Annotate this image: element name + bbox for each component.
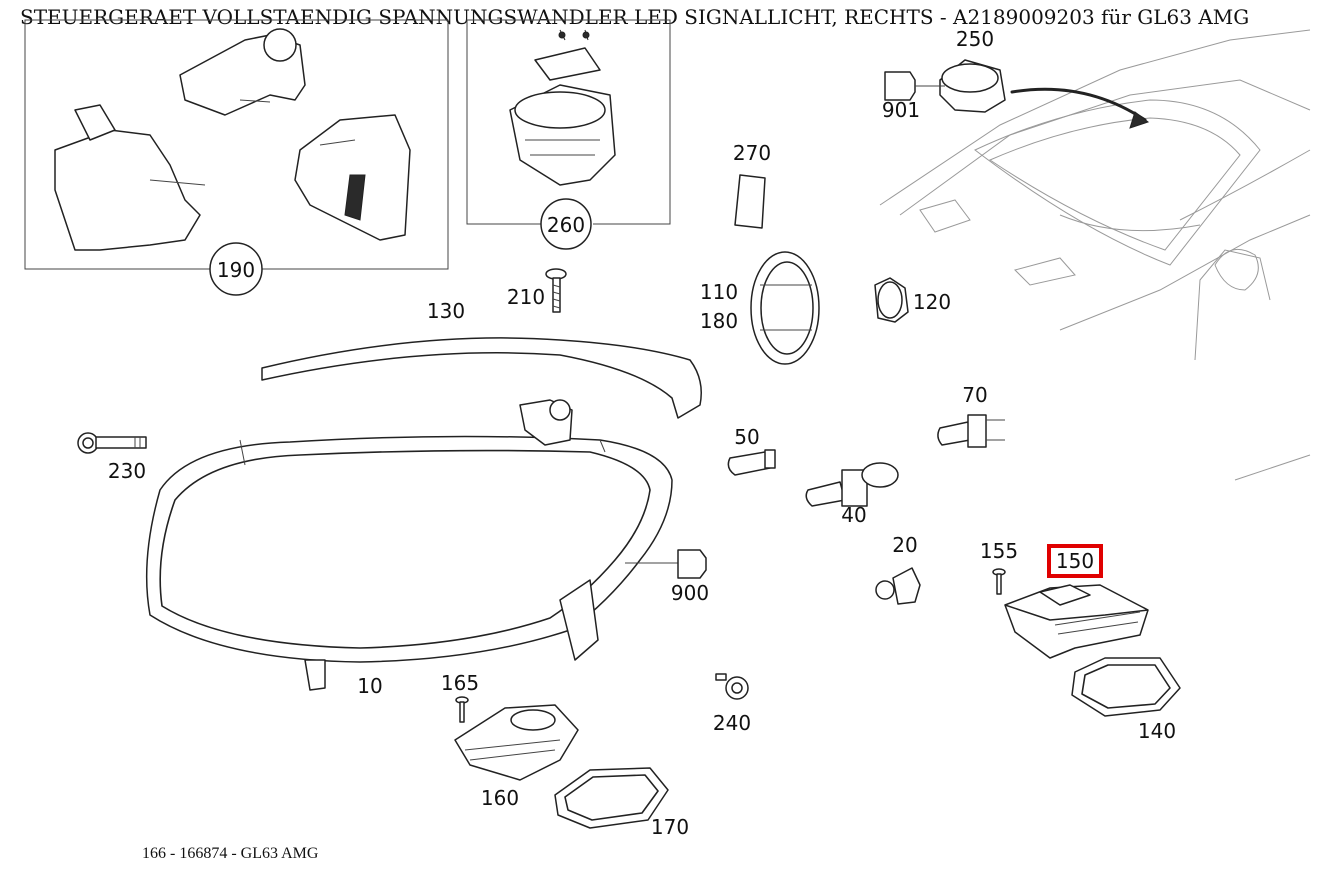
part-900-connector-illustration (625, 549, 707, 579)
part-210-screw-illustration (545, 268, 567, 313)
callout-150[interactable]: 150 (1056, 549, 1094, 573)
part-70-bulb-illustration (937, 414, 1005, 448)
callout-10[interactable]: 10 (357, 674, 382, 698)
part-230-bolt-illustration (77, 432, 147, 454)
callout-190[interactable]: 190 (217, 258, 255, 282)
part-160-control-unit-illustration (454, 704, 579, 781)
callout-140[interactable]: 140 (1138, 719, 1176, 743)
callout-160[interactable]: 160 (481, 786, 519, 810)
callout-40[interactable]: 40 (841, 503, 866, 527)
selected-part-highlight (1047, 544, 1103, 578)
inset-box-190 (24, 19, 449, 270)
callout-bubble-260 (540, 198, 592, 250)
callout-bubble-190 (209, 242, 263, 296)
part-10-headlamp-illustration (145, 399, 673, 691)
part-150-control-unit-illustration (1004, 584, 1149, 659)
callout-260[interactable]: 260 (547, 213, 585, 237)
callout-110[interactable]: 110 (700, 280, 738, 304)
callout-180[interactable]: 180 (700, 309, 738, 333)
part-165-screw-illustration (455, 696, 469, 723)
bracket-group-illustration (54, 28, 411, 251)
callout-155[interactable]: 155 (980, 539, 1018, 563)
part-20-socket-illustration (875, 567, 921, 605)
callout-230[interactable]: 230 (108, 459, 146, 483)
part-130-trim-illustration (261, 337, 702, 419)
callout-210[interactable]: 210 (507, 285, 545, 309)
callout-120[interactable]: 120 (913, 290, 951, 314)
inset-box-260 (466, 19, 671, 225)
callout-130[interactable]: 130 (427, 299, 465, 323)
callout-170[interactable]: 170 (651, 815, 689, 839)
callout-901[interactable]: 901 (882, 98, 920, 122)
part-901-connector-illustration (884, 71, 945, 101)
part-120-socket-illustration (874, 277, 909, 323)
callout-20[interactable]: 20 (892, 533, 917, 557)
callout-165[interactable]: 165 (441, 671, 479, 695)
part-250-illustration (939, 59, 1150, 129)
callout-900[interactable]: 900 (671, 581, 709, 605)
part-140-gasket-illustration (1071, 657, 1181, 717)
page-title: STEUERGERAET VOLLSTAENDIG SPANNUNGSWANDL… (20, 5, 1250, 29)
callout-240[interactable]: 240 (713, 711, 751, 735)
part-110-ring-illustration (750, 251, 820, 365)
part-170-gasket-illustration (554, 767, 669, 829)
part-270-label-illustration (734, 174, 766, 229)
callout-50[interactable]: 50 (734, 425, 759, 449)
part-50-bulb-illustration (727, 449, 776, 476)
part-40-bulb-illustration (805, 462, 899, 507)
part-155-screw-illustration (992, 568, 1006, 595)
car-outline-illustration (879, 29, 1311, 481)
callout-250[interactable]: 250 (956, 27, 994, 51)
callout-70[interactable]: 70 (962, 383, 987, 407)
part-240-bolt-illustration (715, 673, 749, 700)
footer-caption: 166 - 166874 - GL63 AMG (142, 845, 319, 862)
callout-270[interactable]: 270 (733, 141, 771, 165)
